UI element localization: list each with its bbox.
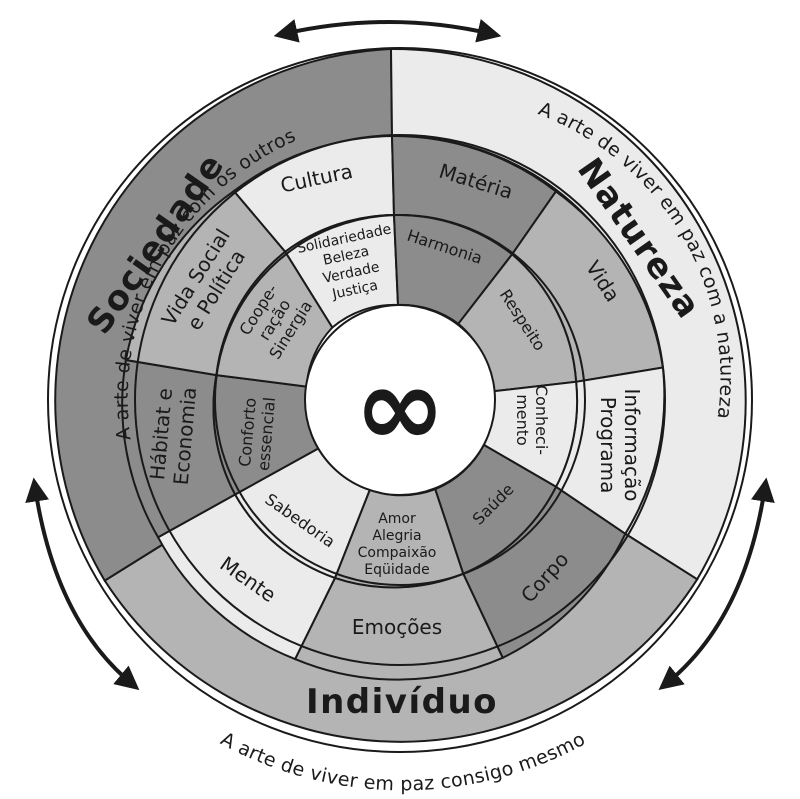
sector-conhecimento-label: Conheci- mento [513, 385, 551, 455]
svg-text:Compaixão: Compaixão [358, 545, 437, 561]
top-double-arrow-icon [273, 19, 502, 43]
middle-sector-ring [212, 213, 579, 589]
infinity-icon: ∞ [354, 343, 446, 471]
middle-ring-border [214, 214, 586, 586]
outer-ring-border [47, 47, 753, 753]
left-double-arrow-icon [25, 477, 140, 691]
svg-text:mento: mento [513, 394, 532, 446]
svg-text:Eqüidade: Eqüidade [364, 562, 429, 578]
svg-text:Programa: Programa [596, 397, 620, 494]
svg-text:Alegria: Alegria [372, 528, 421, 544]
svg-text:Conheci-: Conheci- [532, 385, 551, 455]
domain-ring-border [134, 134, 666, 666]
outer-sector-ring [121, 134, 666, 681]
sector-habitat-label: Hábitat e Economia [145, 386, 201, 486]
center-circle [304, 304, 496, 496]
sector-informacao-label: Informação Programa [596, 389, 644, 502]
right-double-arrow-icon [658, 477, 775, 691]
svg-text:Amor: Amor [378, 511, 416, 527]
sector-conforto-label: Conforto essencial [235, 396, 279, 471]
svg-text:Informação: Informação [620, 389, 644, 502]
sector-valores-emocionais-label: Amor Alegria Compaixão Eqüidade [358, 511, 437, 578]
domain-individuo-label: Indivíduo [306, 682, 498, 722]
sector-emocoes-label: Emoções [352, 615, 442, 639]
